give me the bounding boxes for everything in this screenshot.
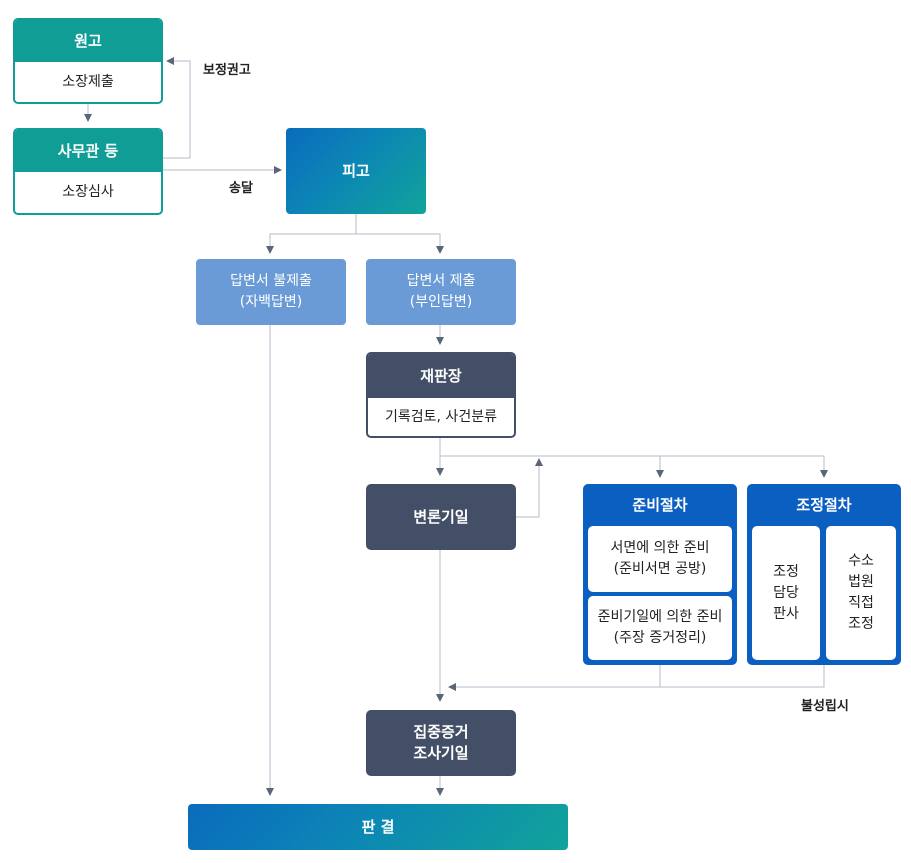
presiding-box: 재판장 기록검토, 사건분류 (366, 352, 516, 438)
answer-line2: (부인답변) (409, 294, 473, 310)
label-delivery: 송달 (229, 181, 253, 196)
mediation-card1-line3: 판사 (773, 605, 799, 622)
mediation-card1-line1: 조정 (773, 563, 799, 580)
arrow-return (448, 665, 825, 691)
defendant-title: 피고 (342, 162, 370, 180)
mediation-box: 조정절차 조정 담당 판사 수소 법원 직접 조정 (747, 484, 901, 665)
no-answer-line2: (자백답변) (239, 294, 303, 310)
preparation-box: 준비절차 서면에 의한 준비 (준비서면 공방) 준비기일에 의한 준비 (주장… (583, 484, 737, 665)
clerk-title: 사무관 등 (15, 130, 161, 172)
preparation-card-hearing: 준비기일에 의한 준비 (주장 증거정리) (588, 596, 732, 660)
pleading-box: 변론기일 (366, 484, 516, 550)
answer-box: 답변서 제출 (부인답변) (366, 259, 516, 325)
no-answer-line1: 답변서 불제출 (230, 273, 312, 289)
mediation-title: 조정절차 (796, 496, 852, 514)
pleading-title: 변론기일 (413, 507, 469, 526)
judgment-box: 판 결 (188, 804, 568, 850)
arrow-pleading-loop (516, 458, 543, 518)
preparation-title: 준비절차 (632, 496, 688, 514)
arrow-correction (162, 57, 191, 159)
clerk-action: 소장심사 (62, 184, 114, 200)
mediation-card2-line1: 수소 (848, 553, 874, 569)
mediation-card1-line2: 담당 (773, 584, 799, 601)
arrow-answer (356, 233, 444, 254)
preparation-card2-line2: (주장 증거정리) (613, 630, 707, 646)
label-correction: 보정권고 (203, 63, 251, 78)
no-answer-box: 답변서 불제출 (자백답변) (196, 259, 346, 325)
judgment-title: 판 결 (361, 818, 395, 836)
mediation-card2-line4: 조정 (848, 616, 874, 632)
mediation-card-court: 수소 법원 직접 조정 (826, 526, 896, 660)
plaintiff-box: 원고 소장제출 (13, 18, 163, 104)
mediation-card2-line3: 직접 (848, 595, 874, 611)
presiding-title: 재판장 (368, 354, 514, 398)
intensive-box: 집중증거 조사기일 (366, 710, 516, 776)
preparation-card1-line2: (준비서면 공방) (613, 561, 707, 577)
clerk-box: 사무관 등 소장심사 (13, 128, 163, 215)
mediation-card-judge: 조정 담당 판사 (752, 526, 820, 660)
answer-line1: 답변서 제출 (406, 273, 476, 289)
intensive-line2: 조사기일 (413, 744, 469, 762)
plaintiff-title: 원고 (15, 20, 161, 62)
label-failed: 불성립시 (801, 699, 849, 714)
preparation-card2-line1: 준비기일에 의한 준비 (597, 609, 723, 625)
arrow-no-answer (266, 214, 357, 254)
presiding-action: 기록검토, 사건분류 (385, 409, 497, 425)
defendant-box: 피고 (286, 128, 426, 214)
preparation-card1-line1: 서면에 의한 준비 (610, 540, 710, 556)
preparation-card-written: 서면에 의한 준비 (준비서면 공방) (588, 526, 732, 592)
mediation-card2-line2: 법원 (848, 574, 874, 590)
plaintiff-action: 소장제출 (62, 74, 114, 90)
intensive-line1: 집중증거 (413, 723, 469, 741)
